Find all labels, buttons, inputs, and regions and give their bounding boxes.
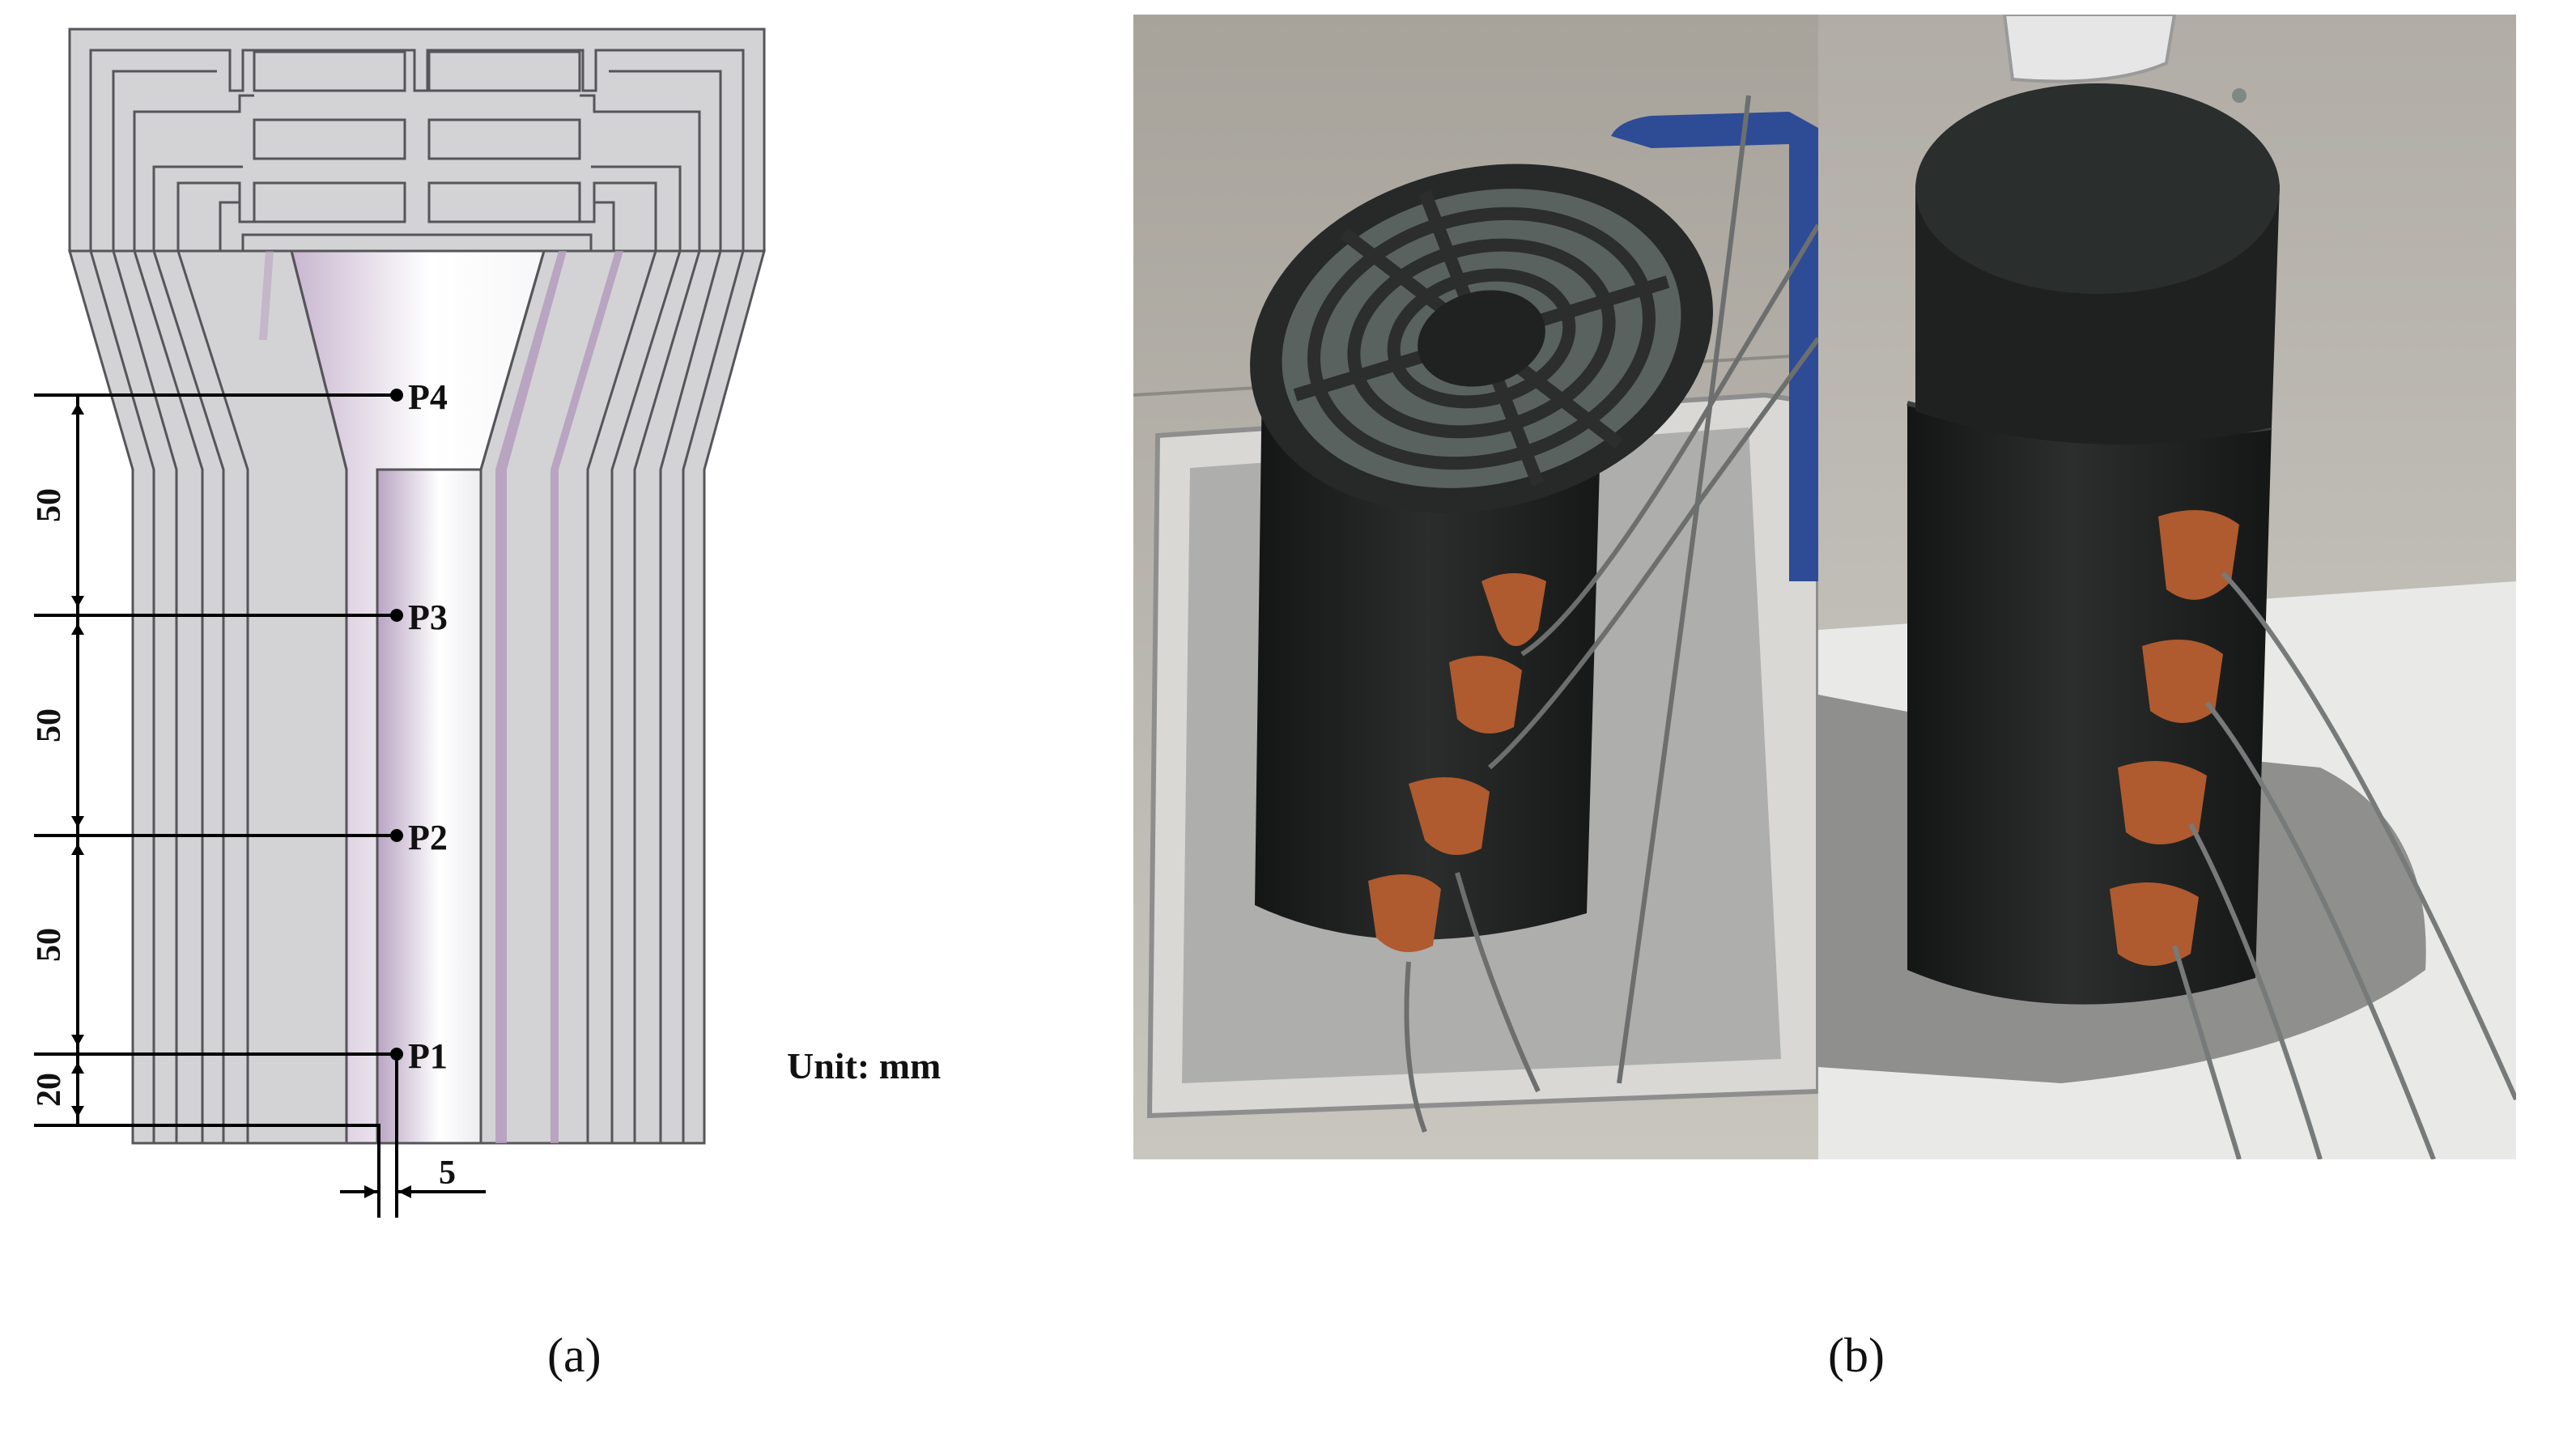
panel-label-b: (b) (1828, 1329, 1885, 1382)
top-block (68, 28, 766, 253)
point-p4 (390, 389, 403, 402)
dim-20: 20 (31, 1073, 68, 1107)
inner-pipe (376, 468, 482, 1145)
label-p1: P1 (408, 1036, 448, 1076)
panel-label-a: (a) (547, 1329, 601, 1382)
point-p2 (390, 829, 403, 842)
unit-label: Unit: mm (787, 1045, 942, 1086)
label-p3: P3 (408, 597, 448, 637)
casting-drawing: P4 P3 P2 P1 50 50 50 20 5 (31, 28, 766, 1218)
dim-5: 5 (439, 1154, 456, 1192)
dim-50-mid: 50 (31, 708, 68, 742)
point-p3 (390, 609, 403, 622)
point-p1 (390, 1048, 403, 1061)
label-p2: P2 (408, 818, 448, 857)
shading-stripes (259, 251, 623, 1143)
closed-mold-body (1907, 403, 2272, 1005)
arrow-heads (71, 403, 411, 1198)
taper-channels (89, 250, 745, 1143)
photo-closed-mold (1818, 15, 2516, 1159)
photo-open-mold (1133, 15, 1818, 1159)
dim-50-top: 50 (31, 488, 68, 522)
dim-50-low: 50 (31, 928, 68, 962)
channel-pattern (89, 49, 745, 251)
measurement-lines (34, 393, 486, 1218)
measurement-points (390, 389, 403, 1061)
label-p4: P4 (408, 377, 448, 417)
